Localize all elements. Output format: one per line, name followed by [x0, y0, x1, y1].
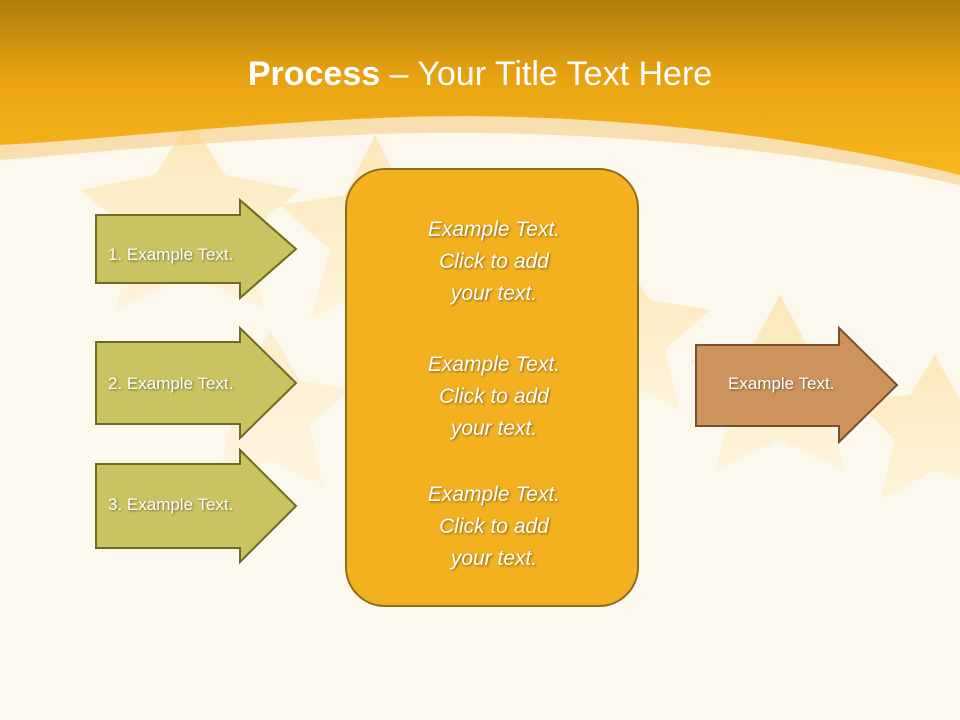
slide-title: Process – Your Title Text Here: [0, 52, 960, 96]
input-arrow-3[interactable]: 3. Example Text.: [94, 448, 299, 564]
arrow-shape: [95, 448, 298, 564]
output-arrow[interactable]: Example Text.: [694, 326, 900, 444]
process-text-line: Example Text.: [427, 483, 561, 506]
title-bold: Process: [247, 55, 381, 93]
process-box[interactable]: Example Text. Click to add your text. Ex…: [345, 168, 639, 607]
arrow-shape: [95, 326, 298, 440]
process-text-block-3[interactable]: Example Text. Click to add your text.: [347, 479, 641, 575]
arrow-shape: [95, 198, 298, 300]
process-text-line: Example Text.: [427, 218, 561, 241]
input-arrow-2[interactable]: 2. Example Text.: [94, 326, 299, 440]
input-arrow-label: 3. Example Text.: [108, 495, 234, 514]
arrow-shape: [695, 326, 899, 444]
process-text-line: your text.: [450, 417, 538, 440]
process-text-block-2[interactable]: Example Text. Click to add your text.: [347, 349, 641, 445]
input-arrow-label: 1. Example Text.: [108, 245, 234, 264]
process-text-line: Click to add: [439, 385, 549, 408]
process-text-block-1[interactable]: Example Text. Click to add your text.: [347, 214, 641, 310]
output-arrow-label: Example Text.: [728, 374, 835, 393]
process-text-line: Click to add: [439, 250, 549, 273]
process-text-line: Click to add: [439, 515, 549, 538]
title-banner: [0, 0, 960, 175]
process-text-line: Example Text.: [427, 353, 561, 376]
process-text-line: your text.: [450, 282, 538, 305]
process-text-line: your text.: [450, 547, 538, 570]
title-rest: – Your Title Text Here: [380, 55, 713, 93]
input-arrow-label: 2. Example Text.: [108, 374, 234, 393]
input-arrow-1[interactable]: 1. Example Text.: [94, 198, 299, 300]
